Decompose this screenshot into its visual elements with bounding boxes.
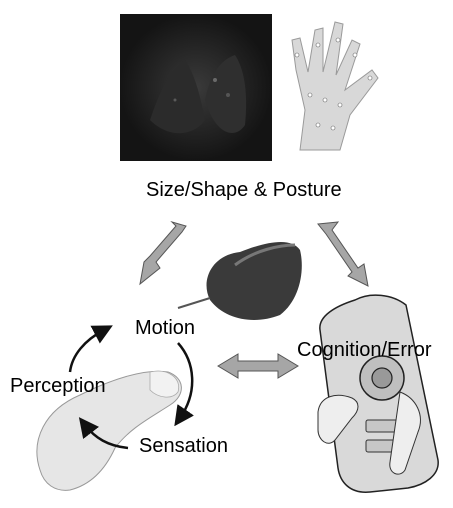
label-cognition-error: Cognition/Error bbox=[297, 340, 432, 360]
marker-hand-photo bbox=[292, 22, 378, 150]
label-sensation: Sensation bbox=[139, 436, 228, 456]
double-arrow-size-motion bbox=[140, 222, 186, 284]
dark-hand-photo bbox=[120, 14, 272, 161]
remote-control-hand-photo bbox=[318, 295, 438, 492]
label-size-shape-posture: Size/Shape & Posture bbox=[146, 180, 342, 200]
label-motion: Motion bbox=[135, 318, 195, 338]
double-arrow-motion-cognition bbox=[218, 354, 298, 378]
mouse-hand-photo bbox=[178, 242, 302, 320]
double-arrow-size-cognition bbox=[318, 222, 368, 286]
label-perception: Perception bbox=[10, 376, 106, 396]
